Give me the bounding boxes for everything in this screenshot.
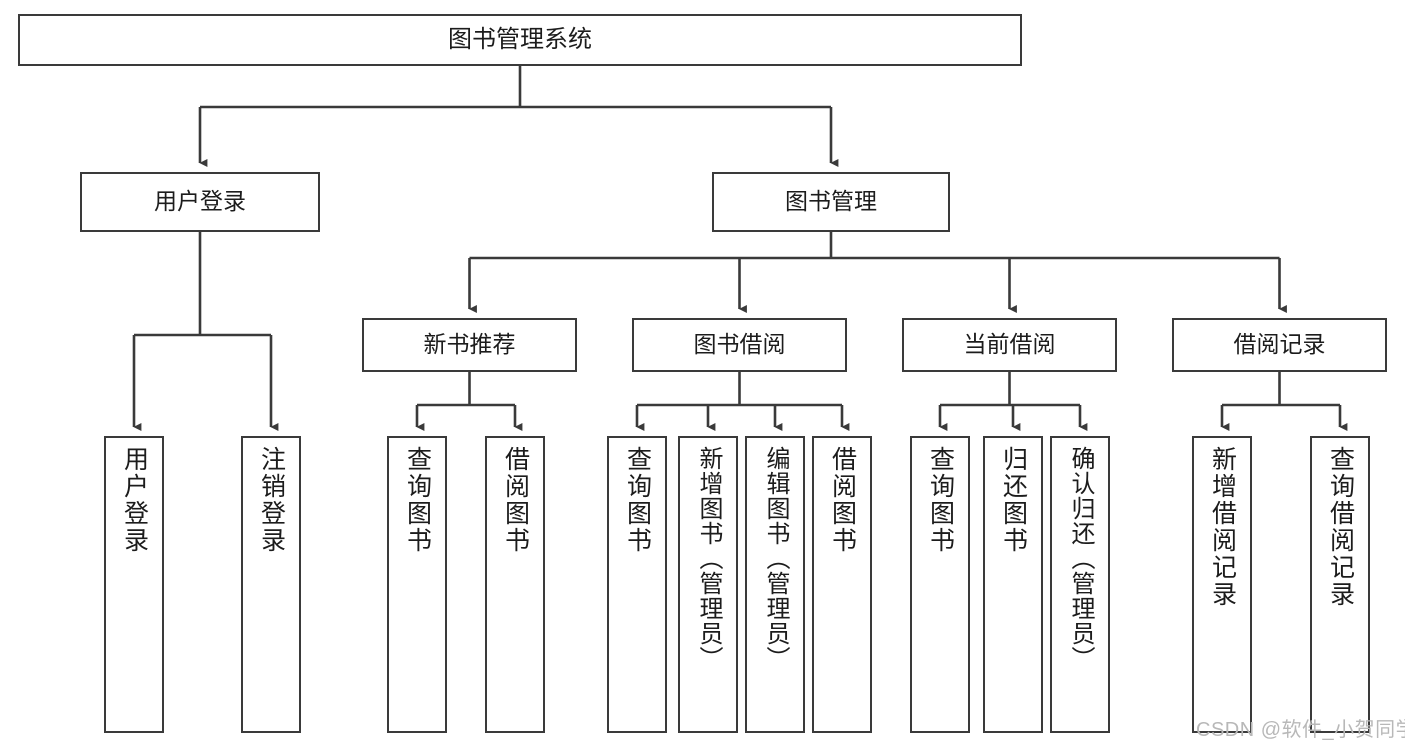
node-label: 当前借阅 bbox=[963, 331, 1056, 358]
node-leaf-logout[interactable]: 注销登录 bbox=[241, 436, 301, 733]
node-label: 确认归还（管理员） bbox=[1067, 446, 1094, 671]
node-leaf-borrow-book-1[interactable]: 借阅图书 bbox=[485, 436, 545, 733]
node-leaf-query-book-1[interactable]: 查询图书 bbox=[387, 436, 447, 733]
node-leaf-user-login[interactable]: 用户登录 bbox=[104, 436, 164, 733]
node-label: 注销登录 bbox=[257, 446, 286, 554]
node-leaf-edit-book-admin[interactable]: 编辑图书（管理员） bbox=[745, 436, 805, 733]
node-label: 用户登录 bbox=[154, 188, 246, 215]
node-new-book-recommendation[interactable]: 新书推荐 bbox=[362, 318, 577, 372]
node-leaf-query-borrow-record[interactable]: 查询借阅记录 bbox=[1310, 436, 1370, 733]
node-label: 用户登录 bbox=[120, 446, 149, 554]
node-label: 归还图书 bbox=[999, 446, 1028, 554]
node-label: 图书管理系统 bbox=[448, 25, 592, 53]
node-label: 查询图书 bbox=[403, 446, 432, 554]
node-borrowing-record[interactable]: 借阅记录 bbox=[1172, 318, 1387, 372]
node-label: 图书借阅 bbox=[693, 331, 786, 358]
node-label: 查询图书 bbox=[623, 446, 652, 554]
node-leaf-query-book-3[interactable]: 查询图书 bbox=[910, 436, 970, 733]
node-leaf-confirm-return-admin[interactable]: 确认归还（管理员） bbox=[1050, 436, 1110, 733]
node-book-borrowing[interactable]: 图书借阅 bbox=[632, 318, 847, 372]
node-leaf-borrow-book-2[interactable]: 借阅图书 bbox=[812, 436, 872, 733]
node-label: 查询图书 bbox=[926, 446, 955, 554]
node-label: 查询借阅记录 bbox=[1326, 446, 1355, 608]
node-leaf-add-borrow-record[interactable]: 新增借阅记录 bbox=[1192, 436, 1252, 733]
node-label: 借阅图书 bbox=[828, 446, 857, 554]
node-leaf-add-book-admin[interactable]: 新增图书（管理员） bbox=[678, 436, 738, 733]
node-current-borrowing[interactable]: 当前借阅 bbox=[902, 318, 1117, 372]
node-label: 新书推荐 bbox=[423, 331, 516, 358]
node-label: 编辑图书（管理员） bbox=[762, 446, 789, 671]
csdn-watermark: CSDN @软件_小贺同学 bbox=[1196, 719, 1405, 741]
node-label: 新增图书（管理员） bbox=[695, 446, 722, 671]
node-label: 借阅图书 bbox=[501, 446, 530, 554]
node-label: 图书管理 bbox=[785, 188, 877, 215]
node-leaf-return-book[interactable]: 归还图书 bbox=[983, 436, 1043, 733]
node-book-management[interactable]: 图书管理 bbox=[712, 172, 950, 232]
node-leaf-query-book-2[interactable]: 查询图书 bbox=[607, 436, 667, 733]
node-root-book-management-system[interactable]: 图书管理系统 bbox=[18, 14, 1022, 66]
node-label: 新增借阅记录 bbox=[1208, 446, 1237, 608]
node-label: 借阅记录 bbox=[1233, 331, 1326, 358]
node-user-login[interactable]: 用户登录 bbox=[80, 172, 320, 232]
